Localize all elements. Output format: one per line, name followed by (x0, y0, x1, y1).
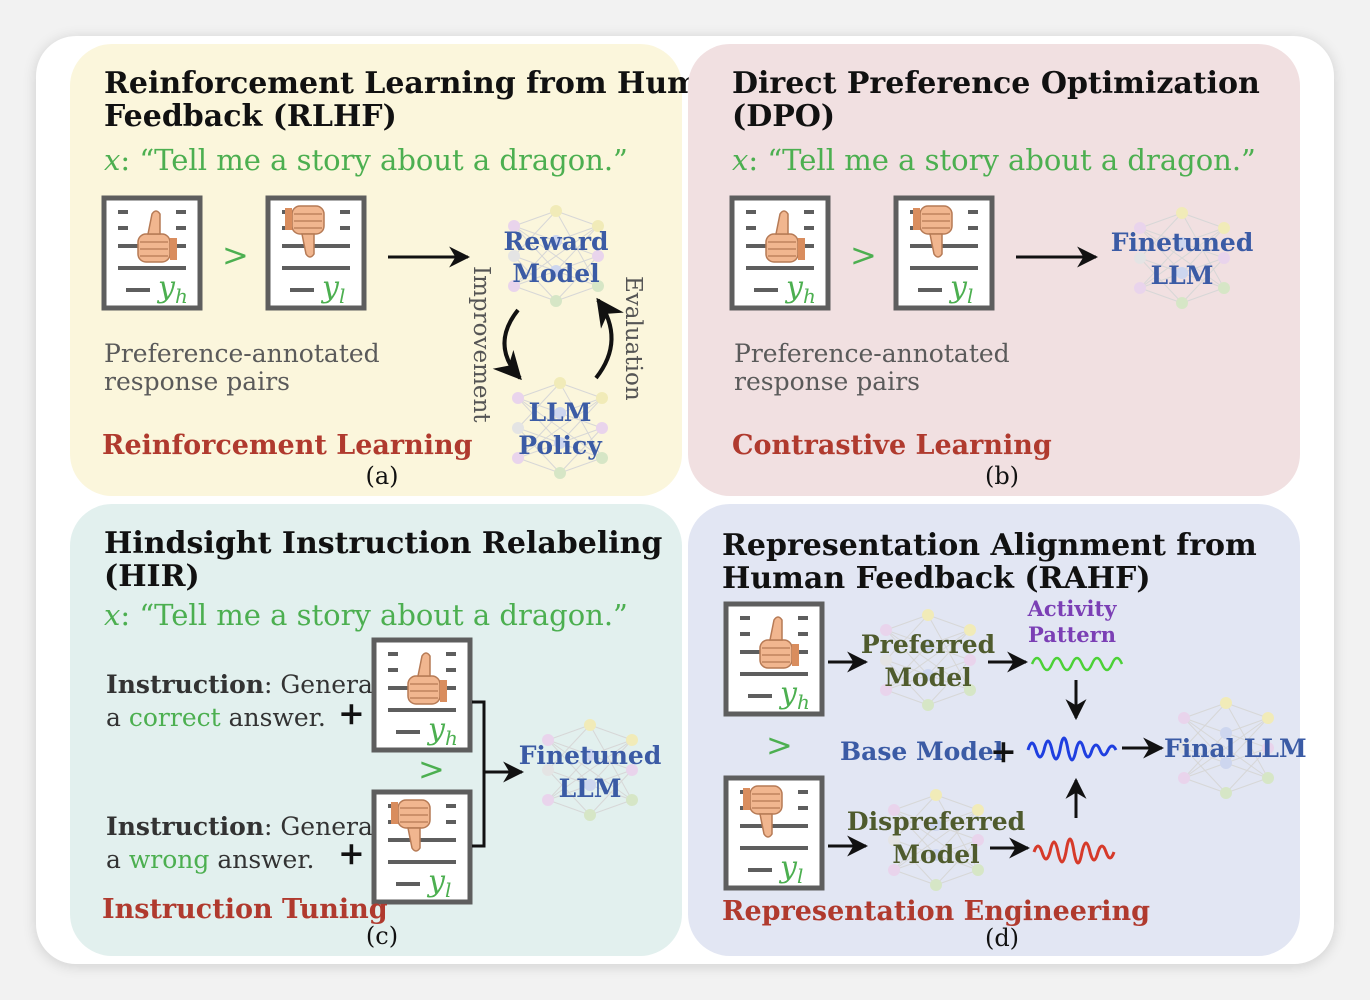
preference-greater-than: > (850, 236, 877, 274)
document-icon-preferred: yh (732, 198, 828, 308)
preferred-model-label-line2: Model (884, 663, 971, 692)
panel-a-title-line2: Feedback (RLHF) (104, 99, 397, 134)
reward-model-label-line1: Reward (503, 227, 608, 256)
document-icon-preferred: yh (104, 198, 200, 308)
base-model-label: Base Model (840, 737, 1003, 766)
finetuned-llm-label-line2: LLM (559, 774, 622, 803)
panel-a-caption: (a) (365, 462, 398, 490)
preference-greater-than: > (766, 726, 793, 764)
panel-a-method: Reinforcement Learning (102, 430, 473, 461)
finetuned-llm-label-line1: Finetuned (519, 741, 662, 770)
panel-dpo: Direct Preference Optimization (DPO) x: … (688, 44, 1300, 496)
svg-text:yl: yl (778, 850, 803, 888)
panel-a-background (70, 44, 682, 496)
document-icon-dispreferred: yl (726, 778, 822, 888)
panel-d-title-line2: Human Feedback (RAHF) (722, 561, 1151, 596)
panel-rahf: Representation Alignment from Human Feed… (688, 504, 1307, 956)
preference-greater-than: > (222, 236, 249, 274)
instruction-wrong-line1: Instruction: Generate (106, 812, 398, 841)
panel-d-method: Representation Engineering (722, 896, 1150, 927)
wave-icon-dispreferred (1032, 837, 1116, 865)
svg-text:yh: yh (426, 712, 458, 750)
plus-sign: + (338, 694, 365, 732)
document-icon-dispreferred: yl (268, 198, 364, 308)
panel-a-title-line1: Reinforcement Learning from Human (104, 66, 740, 101)
svg-text:yl: yl (426, 864, 451, 902)
document-icon-dispreferred: yl (896, 198, 992, 308)
plus-sign: + (338, 834, 365, 872)
preference-greater-than: > (418, 750, 445, 788)
wave-icon-preferred (1030, 656, 1124, 672)
panel-a-desc-line2: response pairs (104, 367, 290, 396)
panel-d-title-line1: Representation Alignment from (722, 528, 1257, 563)
panel-b-caption: (b) (985, 462, 1019, 490)
document-icon-preferred: yh (374, 640, 470, 750)
instruction-correct-line1: Instruction: Generate (106, 670, 398, 699)
bracket-icon (472, 700, 486, 848)
panel-b-title-line2: (DPO) (732, 99, 835, 134)
svg-text:yl: yl (948, 270, 973, 308)
panel-b-title-line1: Direct Preference Optimization (732, 66, 1260, 101)
dispreferred-model-label-line1: Dispreferred (847, 807, 1025, 836)
preferred-model-label-line1: Preferred (861, 630, 995, 659)
finetuned-llm-label-line2: LLM (1151, 261, 1214, 290)
panel-c-prompt: x: “Tell me a story about a dragon.” (104, 598, 628, 632)
panel-d-caption: (d) (985, 924, 1019, 952)
improvement-label: Improvement (468, 266, 494, 423)
svg-text:yh: yh (778, 676, 810, 714)
activity-pattern-label-line1: Activity (1027, 596, 1118, 621)
svg-text:yh: yh (784, 270, 816, 308)
dispreferred-model-label-line2: Model (892, 840, 979, 869)
instruction-correct-line2: a correct answer. (106, 703, 326, 732)
plus-sign: + (990, 732, 1017, 770)
panel-c-title-line1: Hindsight Instruction Relabeling (104, 526, 662, 561)
panel-c-caption: (c) (366, 922, 398, 950)
finetuned-llm-label-line1: Finetuned (1111, 228, 1254, 257)
panel-b-desc-line2: response pairs (734, 367, 920, 396)
improvement-arrow-icon (492, 308, 522, 381)
panel-d-background (688, 504, 1300, 956)
wave-icon-base (1026, 736, 1118, 762)
svg-text:yl: yl (320, 270, 345, 308)
evaluation-label: Evaluation (620, 276, 646, 401)
panel-c-title-line2: (HIR) (104, 559, 200, 594)
llm-policy-label-line2: Policy (518, 431, 603, 460)
reward-model-label-line2: Model (512, 259, 599, 288)
evaluation-arrow-icon (594, 297, 624, 380)
llm-policy-label-line1: LLM (529, 398, 592, 427)
document-icon-preferred: yh (726, 604, 822, 714)
svg-text:yh: yh (156, 270, 188, 308)
panel-a-prompt: x: “Tell me a story about a dragon.” (104, 143, 628, 177)
activity-pattern-label-line2: Pattern (1028, 622, 1116, 647)
panel-b-desc-line1: Preference-annotated (734, 339, 1010, 368)
panel-b-prompt: x: “Tell me a story about a dragon.” (732, 143, 1256, 177)
panel-b-method: Contrastive Learning (732, 430, 1052, 461)
panel-hir: Hindsight Instruction Relabeling (HIR) x… (70, 504, 682, 956)
panel-c-method: Instruction Tuning (102, 894, 388, 925)
document-icon-dispreferred: yl (374, 792, 470, 902)
panel-a-desc-line1: Preference-annotated (104, 339, 380, 368)
panel-rlhf: Reinforcement Learning from Human Feedba… (70, 44, 740, 496)
instruction-wrong-line2: a wrong answer. (106, 845, 315, 874)
final-llm-label: Final LLM (1164, 734, 1307, 763)
